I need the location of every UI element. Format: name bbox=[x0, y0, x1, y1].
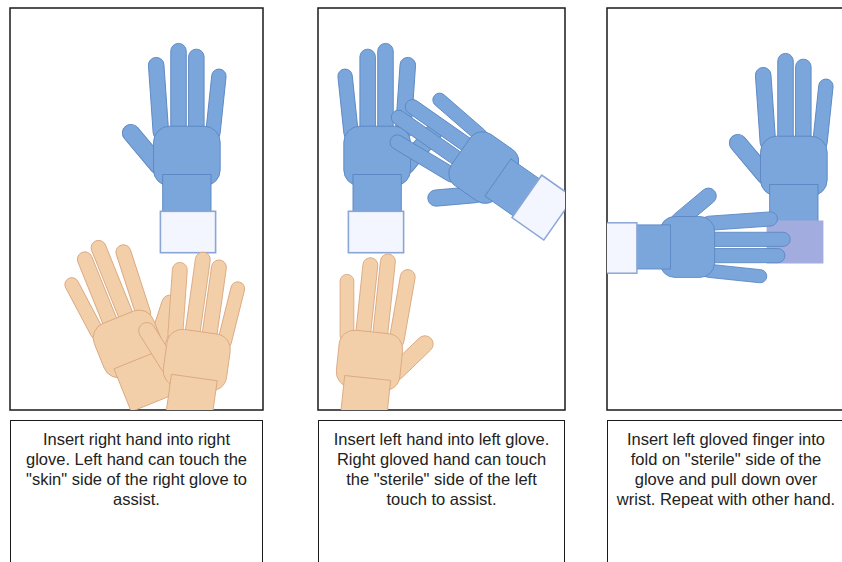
bare-hand bbox=[123, 244, 249, 410]
caption-text: Insert left hand into left glove. Right … bbox=[327, 429, 556, 510]
caption-text: Insert right hand into right glove. Left… bbox=[19, 429, 254, 510]
glove-cuff bbox=[607, 223, 637, 273]
blue-glove bbox=[626, 185, 790, 284]
panel-one-art bbox=[53, 43, 250, 410]
blue-glove bbox=[726, 53, 834, 232]
caption-box: Insert right hand into right glove. Left… bbox=[10, 420, 263, 562]
glove-cuff bbox=[160, 211, 215, 252]
caption-box: Insert left hand into left glove. Right … bbox=[318, 420, 565, 562]
glove-cuff bbox=[348, 211, 403, 252]
panel-frame bbox=[607, 8, 842, 410]
panel-three-art bbox=[607, 53, 834, 283]
blue-glove bbox=[119, 43, 227, 222]
caption-text: Insert left gloved finger into fold on "… bbox=[614, 429, 838, 510]
bare-hand bbox=[325, 249, 446, 410]
caption-box: Insert left gloved finger into fold on "… bbox=[607, 420, 842, 562]
glove-cuff bbox=[512, 175, 565, 240]
panel-two-art bbox=[325, 43, 565, 410]
